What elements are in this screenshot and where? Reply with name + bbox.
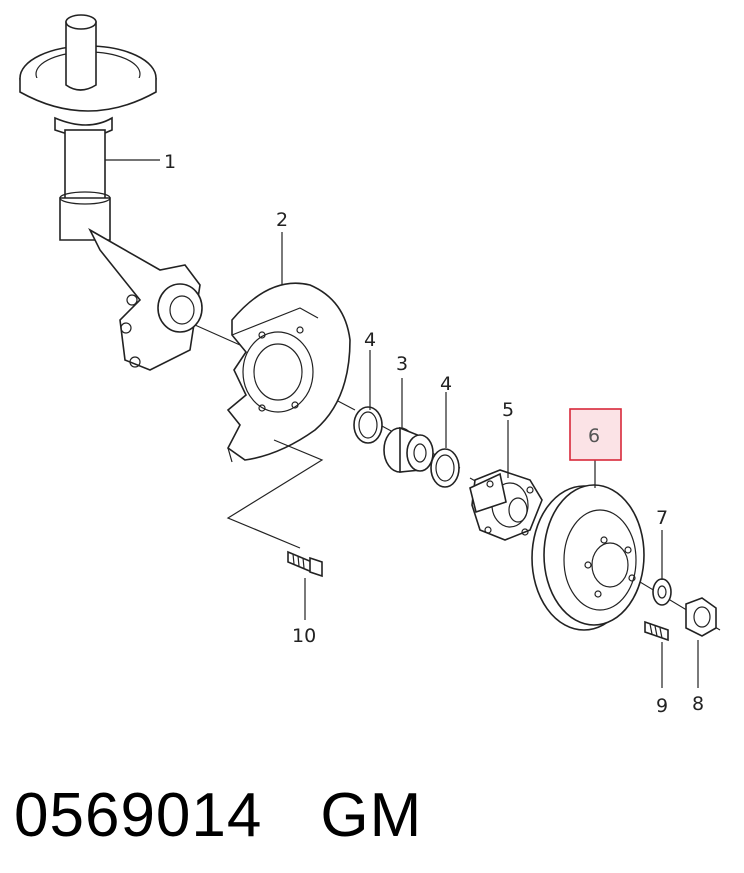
snap-ring-inner (353, 406, 383, 444)
hub-nut (685, 597, 717, 637)
exploded-parts-diagram: 1 2 3 4 4 5 6 7 8 9 10 (19, 14, 721, 717)
callout-6-highlight-box[interactable] (569, 408, 622, 461)
callout-1[interactable]: 1 (164, 151, 176, 173)
callout-9[interactable]: 9 (656, 695, 668, 717)
part-number: 0569014 (14, 780, 263, 850)
callout-6[interactable]: 6 (588, 425, 600, 447)
wheel-bearing (383, 426, 434, 473)
snap-ring-outer (430, 448, 460, 488)
callout-10[interactable]: 10 (292, 625, 316, 647)
wheel-hub (469, 469, 543, 541)
brake-disc (531, 484, 645, 631)
callout-2[interactable]: 2 (276, 209, 288, 231)
strut-knuckle (19, 14, 203, 371)
part-number-footer: 0569014 GM (14, 760, 422, 870)
backing-plate-bolt (287, 550, 323, 578)
brand-name: GM (320, 780, 423, 850)
washer (652, 578, 672, 606)
callout-7[interactable]: 7 (656, 507, 668, 529)
callout-3[interactable]: 3 (396, 353, 408, 375)
callout-8[interactable]: 8 (692, 693, 704, 715)
callout-4-outer[interactable]: 4 (440, 373, 452, 395)
callout-5[interactable]: 5 (502, 399, 514, 421)
leader-lines (105, 159, 699, 688)
disc-screw (644, 620, 669, 642)
callout-4-inner[interactable]: 4 (364, 329, 376, 351)
brake-backing-plate (226, 282, 351, 463)
